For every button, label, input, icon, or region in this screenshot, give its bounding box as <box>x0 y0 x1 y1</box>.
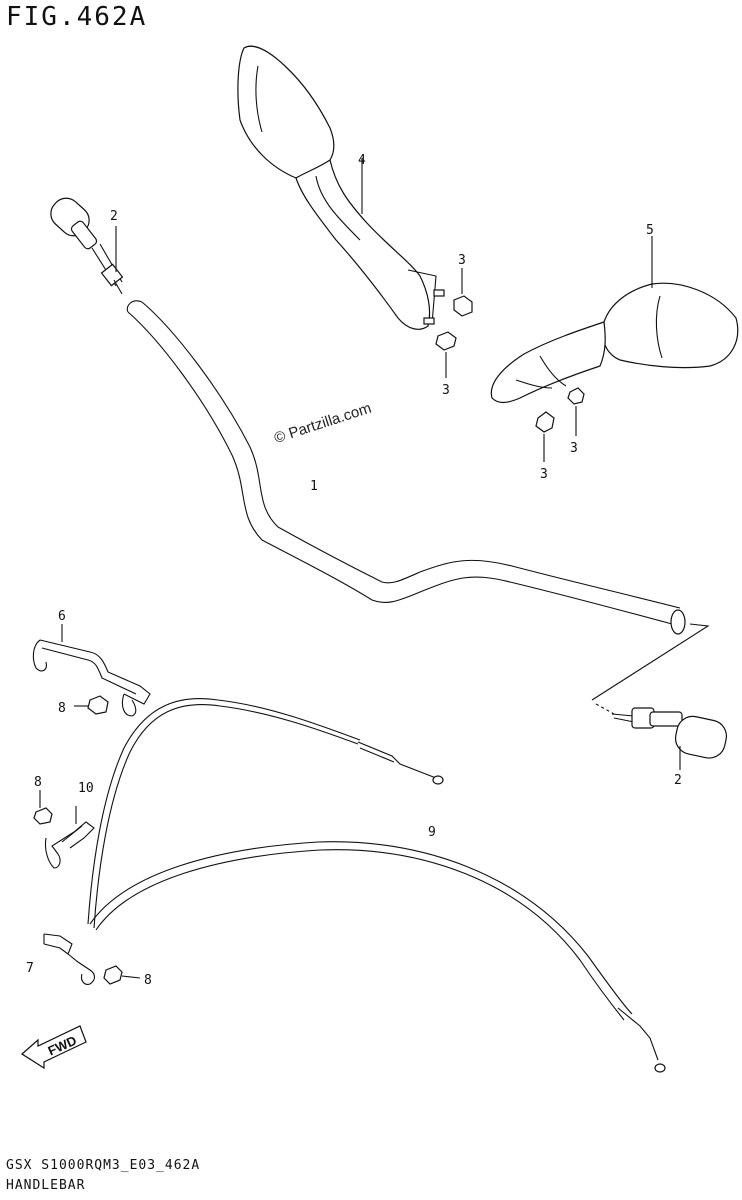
callout-3-c: 3 <box>540 467 548 482</box>
callout-8-c: 8 <box>144 973 152 988</box>
callout-3-b: 3 <box>442 383 450 398</box>
figure-code: GSX S1000RQM3_E03_462A <box>6 1158 201 1173</box>
callout-9: 9 <box>428 825 436 840</box>
callout-2-left: 2 <box>110 209 118 224</box>
callout-4: 4 <box>358 153 366 168</box>
left-mirror[interactable] <box>237 45 445 330</box>
callout-3-d: 3 <box>570 441 578 456</box>
mirror-nut-set[interactable] <box>435 268 585 462</box>
callout-8-b: 8 <box>34 775 42 790</box>
callout-5: 5 <box>646 223 654 238</box>
callout-7: 7 <box>26 961 34 976</box>
cable-holder-bracket[interactable] <box>43 933 141 985</box>
callout-1: 1 <box>310 479 318 494</box>
right-mirror[interactable] <box>490 236 739 404</box>
right-bar-end-weight[interactable] <box>611 707 729 770</box>
handlebar-part[interactable] <box>126 300 710 715</box>
callout-10: 10 <box>78 781 94 796</box>
callout-8-a: 8 <box>58 701 66 716</box>
cable-clamp-bracket[interactable] <box>33 790 95 869</box>
callout-3-a: 3 <box>458 253 466 268</box>
callout-6: 6 <box>58 609 66 624</box>
callout-2-right: 2 <box>674 773 682 788</box>
throttle-cable-set[interactable] <box>87 698 666 1073</box>
forward-direction-badge: FWD <box>21 1025 87 1070</box>
left-bar-end-weight[interactable] <box>45 192 124 295</box>
cable-guide-bracket[interactable] <box>32 624 151 717</box>
figure-title: FIG.462A <box>6 2 148 32</box>
figure-caption: HANDLEBAR <box>6 1178 86 1193</box>
partzilla-watermark: © Partzilla.com <box>272 400 373 447</box>
fwd-label: FWD <box>46 1033 79 1059</box>
